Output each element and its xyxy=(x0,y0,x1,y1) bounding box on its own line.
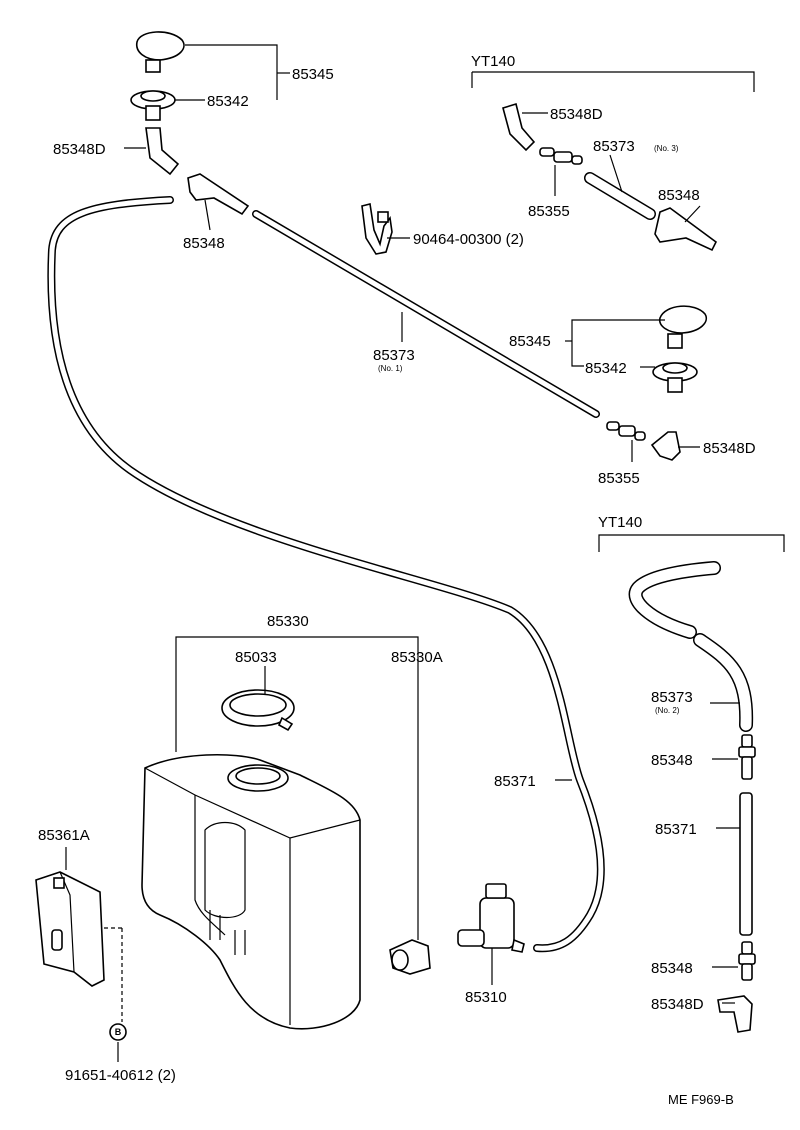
label-85033: 85033 xyxy=(235,649,277,666)
figure-code: ME F969-B xyxy=(668,1092,734,1107)
label-85373-no1: 85373 xyxy=(373,347,415,364)
label-85355-top: 85355 xyxy=(528,203,570,220)
washer-pump-85310 xyxy=(457,883,525,953)
label-85348D-yt140-top: 85348D xyxy=(550,106,603,123)
tank-cap-85033 xyxy=(221,689,295,732)
grommet-85330A xyxy=(389,939,431,975)
bolt-91651-40612: B xyxy=(109,1023,127,1041)
label-85355-bottom: 85355 xyxy=(598,470,640,487)
connector-85355-top xyxy=(539,147,583,165)
label-85348-yt140-lower: 85348 xyxy=(651,960,693,977)
label-85348-left: 85348 xyxy=(183,235,225,252)
label-85348D-right-mid: 85348D xyxy=(703,440,756,457)
label-85361A: 85361A xyxy=(38,827,90,844)
label-85348-yt140-upper: 85348 xyxy=(651,752,693,769)
label-85373-no1-sub: (No. 1) xyxy=(378,364,403,373)
t-joint-85348-left xyxy=(187,173,250,216)
label-85310: 85310 xyxy=(465,989,507,1006)
elbow-85348D-left xyxy=(145,127,180,176)
hose-85373-no2 xyxy=(628,561,754,732)
leader-lines xyxy=(65,44,785,1062)
washer-tank-85330 xyxy=(141,754,361,1030)
label-85330A: 85330A xyxy=(391,649,443,666)
label-85330: 85330 xyxy=(267,613,309,630)
bolt-marker-letter: B xyxy=(115,1027,122,1037)
washer-nozzle-85345-right xyxy=(652,305,707,393)
label-85348D-left: 85348D xyxy=(53,141,106,158)
connector-85348-yt140-lower xyxy=(738,941,756,981)
label-85342-left: 85342 xyxy=(207,93,249,110)
label-yt140-top: YT140 xyxy=(471,53,515,70)
label-85371-yt140: 85371 xyxy=(655,821,697,838)
label-85345-right: 85345 xyxy=(509,333,551,350)
part-labels: 85345 85342 85348D 85348 90464-00300 (2)… xyxy=(38,53,756,1107)
bracket-85361A xyxy=(35,871,105,987)
elbow-85348D-right-mid xyxy=(650,431,681,461)
label-85371-main: 85371 xyxy=(494,773,536,790)
t-joint-85348-yt140 xyxy=(654,207,718,252)
label-85348-yt140: 85348 xyxy=(658,187,700,204)
label-85348D-yt140-bottom: 85348D xyxy=(651,996,704,1013)
label-85373-no2-sub: (No. 2) xyxy=(655,706,680,715)
hose-85373-no3 xyxy=(584,172,656,220)
clip-90464-00300 xyxy=(361,203,393,255)
elbow-85348D-yt140-top xyxy=(502,102,536,152)
label-85373-no3-sub: (No. 3) xyxy=(654,144,679,153)
washer-nozzle-85345-left xyxy=(130,31,185,121)
label-91651-40612: 91651-40612 (2) xyxy=(65,1067,176,1084)
label-85345-left: 85345 xyxy=(292,66,334,83)
label-85342-right: 85342 xyxy=(585,360,627,377)
label-90464-00300: 90464-00300 (2) xyxy=(413,231,524,248)
label-85373-no2: 85373 xyxy=(651,689,693,706)
connector-85348-yt140-upper xyxy=(738,734,756,780)
label-85373-no3: 85373 xyxy=(593,138,635,155)
elbow-85348D-yt140-bottom xyxy=(717,995,753,1033)
hose-85371-main xyxy=(47,196,605,953)
hose-85373-no1 xyxy=(252,210,600,418)
hose-85371-yt140 xyxy=(739,792,753,936)
connector-85355-bottom xyxy=(606,421,646,441)
label-yt140-bottom: YT140 xyxy=(598,514,642,531)
